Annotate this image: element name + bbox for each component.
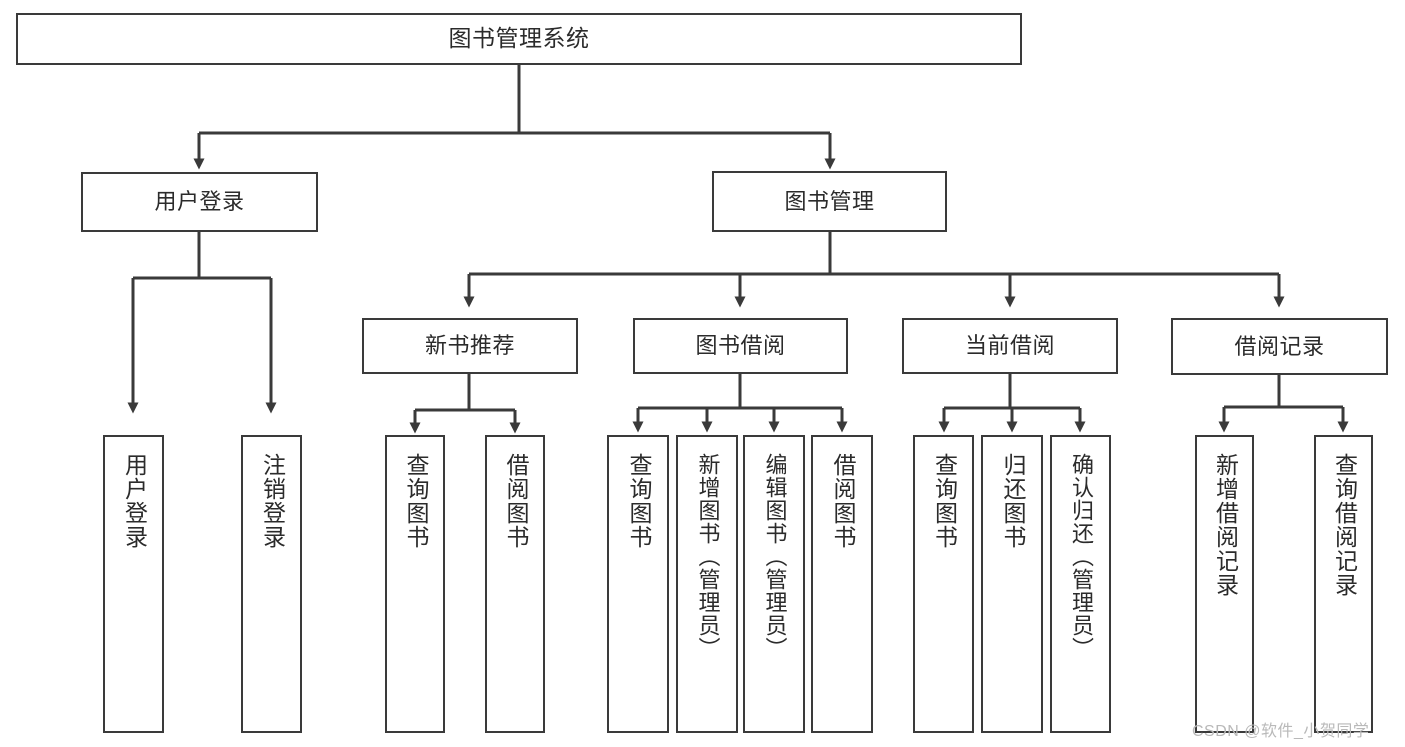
node-borrow-record[interactable]: 借阅记录 — [1171, 318, 1388, 375]
node-label: 查询借阅记录 — [1331, 453, 1358, 597]
node-leaf-add-borrow-record[interactable]: 新增借阅记录 — [1195, 435, 1254, 733]
node-leaf-borrow-book[interactable]: 借阅图书 — [811, 435, 873, 733]
node-book-management[interactable]: 图书管理 — [712, 171, 947, 232]
node-user-login[interactable]: 用户登录 — [81, 172, 318, 232]
node-label: 用户登录 — [154, 189, 245, 215]
node-label: 借阅记录 — [1234, 333, 1325, 359]
node-label: 当前借阅 — [964, 333, 1055, 359]
node-leaf-add-book-admin[interactable]: 新增图书（管理员） — [676, 435, 738, 733]
node-label: 归还图书 — [999, 453, 1026, 549]
node-label: 新书推荐 — [424, 333, 515, 359]
node-leaf-borrow-book-recommend[interactable]: 借阅图书 — [485, 435, 545, 733]
node-leaf-user-login[interactable]: 用户登录 — [103, 435, 164, 733]
node-label: 图书管理系统 — [448, 25, 590, 52]
node-label: 借阅图书 — [829, 453, 856, 549]
node-label: 图书借阅 — [695, 333, 786, 359]
node-label: 编辑图书（管理员） — [762, 453, 788, 660]
node-leaf-return-book[interactable]: 归还图书 — [981, 435, 1043, 733]
node-leaf-query-book-recommend[interactable]: 查询图书 — [385, 435, 445, 733]
node-label: 查询图书 — [402, 453, 429, 549]
node-leaf-query-book-current[interactable]: 查询图书 — [913, 435, 974, 733]
node-book-borrow[interactable]: 图书借阅 — [633, 318, 848, 374]
node-label: 查询图书 — [625, 453, 652, 549]
node-label: 用户登录 — [121, 453, 148, 549]
node-label: 查询图书 — [931, 453, 958, 549]
node-label: 注销登录 — [259, 453, 286, 549]
node-leaf-edit-book-admin[interactable]: 编辑图书（管理员） — [743, 435, 805, 733]
node-label: 图书管理 — [784, 188, 875, 214]
node-label: 确认归还（管理员） — [1068, 453, 1094, 660]
node-root-system[interactable]: 图书管理系统 — [16, 13, 1022, 65]
node-current-borrow[interactable]: 当前借阅 — [902, 318, 1118, 374]
node-leaf-query-borrow-record[interactable]: 查询借阅记录 — [1314, 435, 1373, 733]
node-label: 新增借阅记录 — [1212, 453, 1239, 597]
csdn-watermark: CSDN @软件_小贺同学 — [1192, 723, 1370, 740]
node-new-book-recommend[interactable]: 新书推荐 — [362, 318, 578, 374]
node-leaf-query-book-borrow[interactable]: 查询图书 — [607, 435, 669, 733]
node-leaf-confirm-return-admin[interactable]: 确认归还（管理员） — [1050, 435, 1111, 733]
node-label: 新增图书（管理员） — [695, 453, 721, 660]
node-leaf-logout[interactable]: 注销登录 — [241, 435, 302, 733]
node-label: 借阅图书 — [502, 453, 529, 549]
